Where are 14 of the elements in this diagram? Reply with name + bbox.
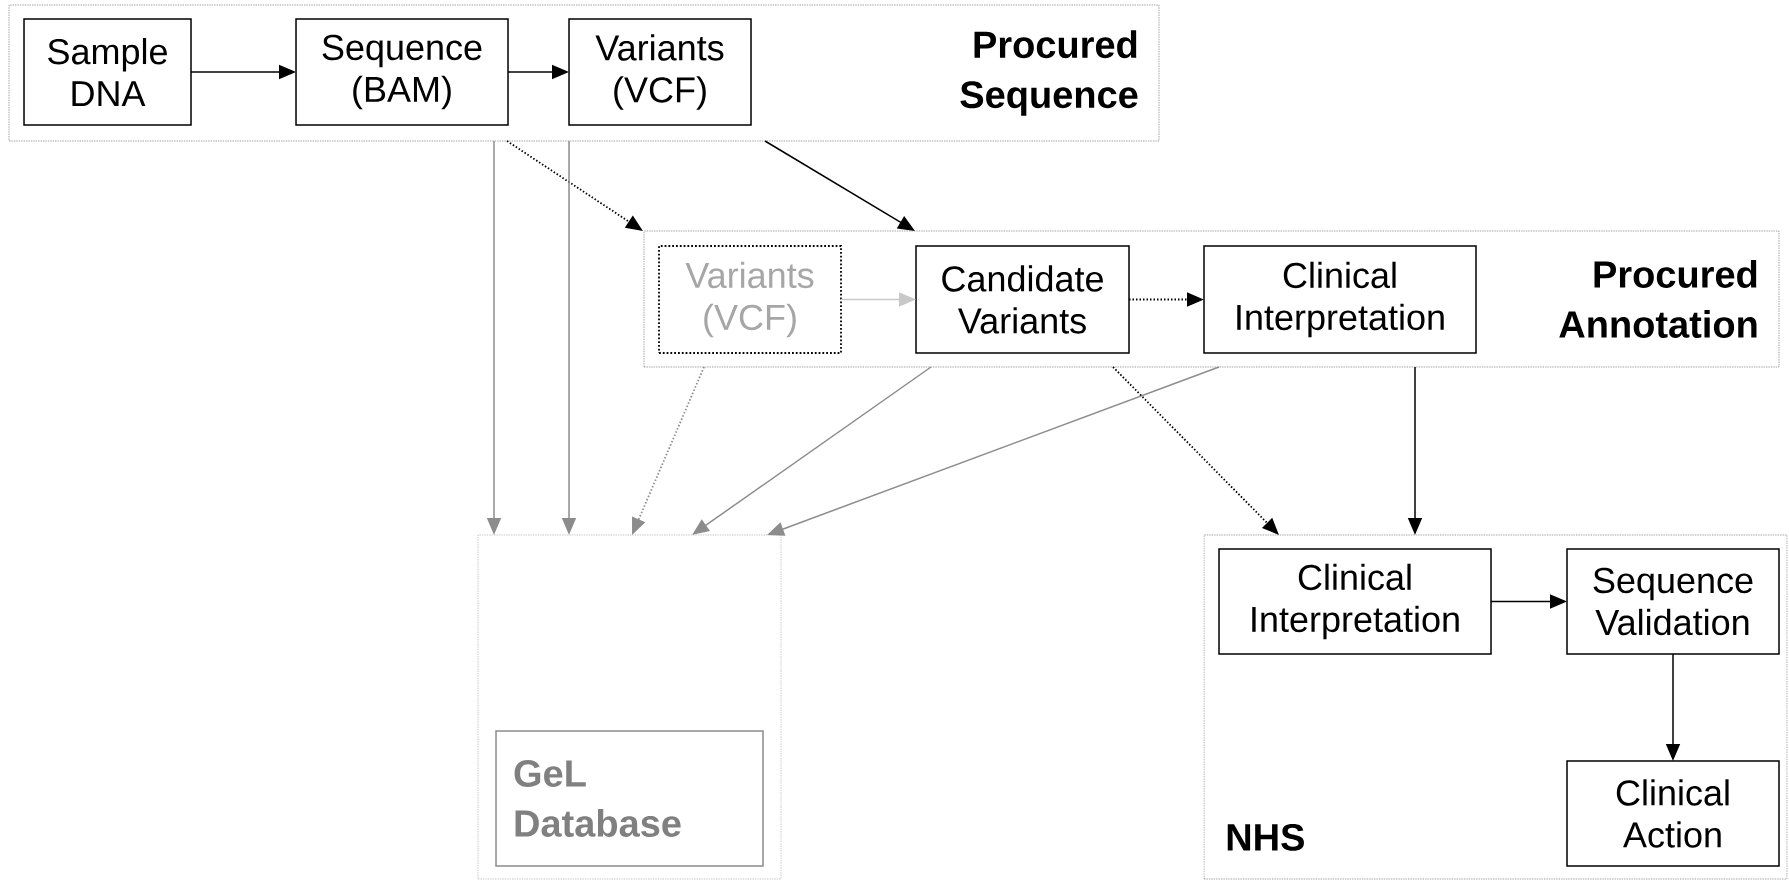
- panel-box: [477, 534, 782, 880]
- arrow: [764, 140, 915, 231]
- arrow: [692, 366, 932, 535]
- process-box: Sequence (BAM): [295, 18, 509, 126]
- arrow: [1112, 366, 1279, 535]
- process-box: Sequence Validation: [1566, 548, 1780, 655]
- process-box: Candidate Variants: [915, 245, 1130, 354]
- process-box: Sample DNA: [23, 18, 192, 126]
- process-box: Clinical Interpretation: [1203, 245, 1477, 354]
- database-box: GeL Database: [495, 730, 764, 867]
- process-box: Variants (VCF): [658, 245, 842, 354]
- process-box: Variants (VCF): [568, 18, 752, 126]
- process-box: Clinical Action: [1566, 760, 1780, 867]
- process-box: Clinical Interpretation: [1218, 548, 1492, 655]
